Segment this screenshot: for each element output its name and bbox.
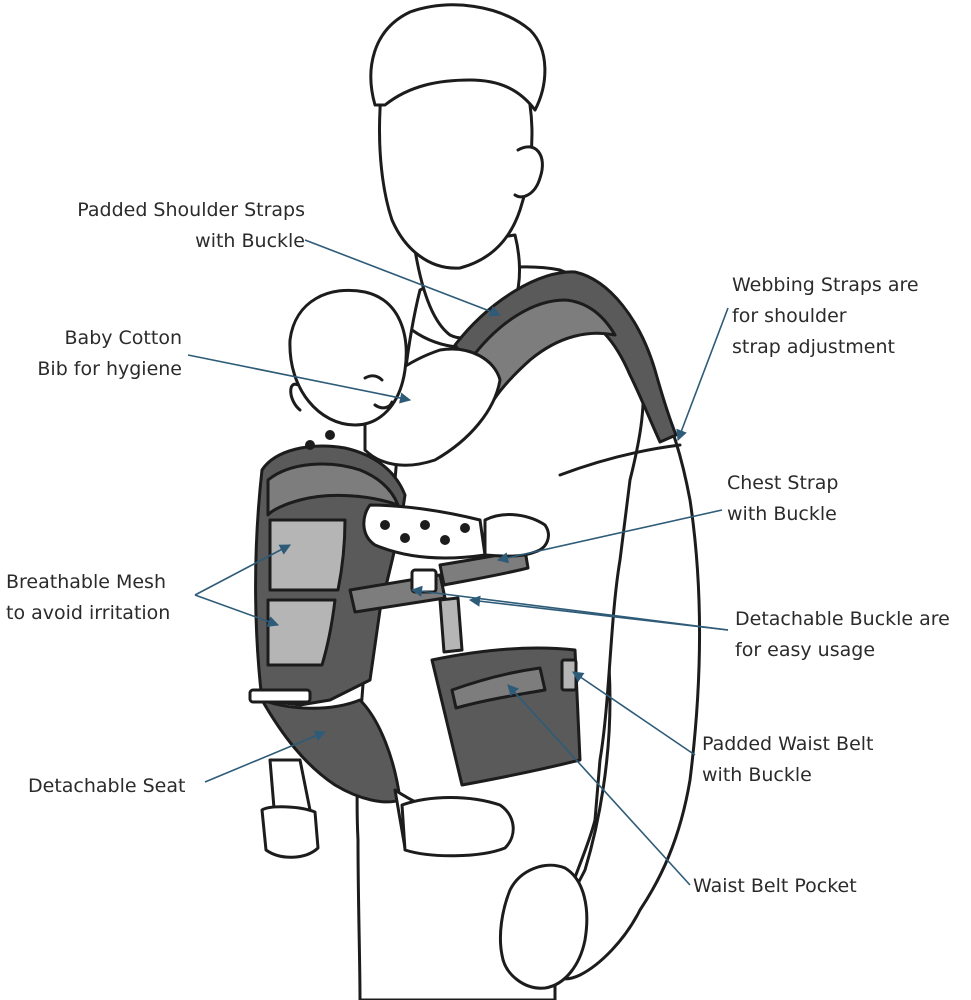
- shoulder-pad: [468, 298, 617, 412]
- baby-shoe-left: [260, 805, 320, 859]
- baby-arm: [362, 503, 487, 560]
- waist-belt-pocket: [450, 666, 547, 710]
- mesh-panel-lower: [266, 598, 337, 667]
- chest-buckle: [410, 568, 438, 594]
- leader-detachable-seat: [204, 730, 327, 783]
- label-chest-strap: Chest Strap with Buckle: [727, 472, 839, 525]
- leader-mesh-upper: [194, 544, 291, 596]
- leader-mesh-lower: [194, 594, 280, 627]
- label-waist-belt-pocket: Waist Belt Pocket: [693, 875, 857, 897]
- leader-lines: [187, 239, 729, 886]
- label-detachable-buckle: Detachable Buckle are for easy usage: [735, 608, 950, 661]
- label-webbing-straps: Webbing Straps are for shoulder strap ad…: [732, 274, 919, 358]
- leader-shoulder-straps: [304, 239, 502, 317]
- leader-cotton-bib: [187, 354, 412, 404]
- leader-webbing-straps: [676, 307, 729, 442]
- label-breathable-mesh: Breathable Mesh to avoid irritation: [6, 571, 171, 624]
- label-detachable-seat: Detachable Seat: [28, 775, 186, 797]
- baby-shoe-right: [400, 796, 515, 858]
- man-hair: [369, 3, 547, 112]
- leader-waist-belt: [572, 671, 696, 756]
- mesh-panel-upper: [268, 518, 347, 592]
- baby-hand: [483, 513, 550, 558]
- leader-waist-pocket: [507, 684, 691, 886]
- leader-chest-strap: [496, 509, 723, 564]
- waist-buckle: [560, 658, 578, 692]
- baby-head: [288, 288, 408, 427]
- label-padded-waist-belt: Padded Waist Belt with Buckle: [702, 733, 874, 786]
- man-arm: [542, 338, 701, 981]
- label-padded-shoulder-straps: Padded Shoulder Straps with Buckle: [77, 199, 305, 252]
- carrier-body: [248, 270, 678, 804]
- label-baby-cotton-bib: Baby Cotton Bib for hygiene: [37, 327, 182, 380]
- baby-figure: [260, 288, 550, 859]
- man-hand: [498, 863, 589, 990]
- leader-detachable-buckle-2: [468, 595, 729, 631]
